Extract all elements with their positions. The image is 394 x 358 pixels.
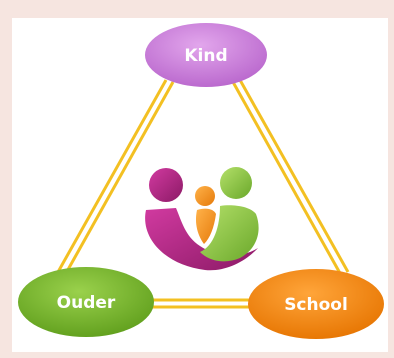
node-kind-label: Kind (184, 46, 227, 66)
node-ouder-shape (18, 267, 154, 337)
node-kind-shape (145, 23, 267, 87)
connector-kind-school (231, 79, 350, 276)
node-kind: Kind (145, 23, 267, 87)
magenta-figure-head (149, 168, 183, 202)
connector-lines (56, 79, 350, 309)
green-figure-body (200, 205, 259, 262)
node-school: School (248, 269, 384, 339)
node-school-shape (248, 269, 384, 339)
orange-figure-head (195, 186, 215, 206)
connector-ouder-school (150, 298, 250, 309)
node-school-label: School (284, 295, 348, 315)
connector-kind-ouder (56, 79, 175, 276)
green-figure-head (220, 167, 252, 199)
family-figures-icon (145, 167, 259, 271)
magenta-figure-body (145, 208, 258, 271)
node-ouder: Ouder (18, 267, 154, 337)
orange-figure-body (195, 208, 216, 244)
node-ouder-label: Ouder (57, 293, 116, 313)
